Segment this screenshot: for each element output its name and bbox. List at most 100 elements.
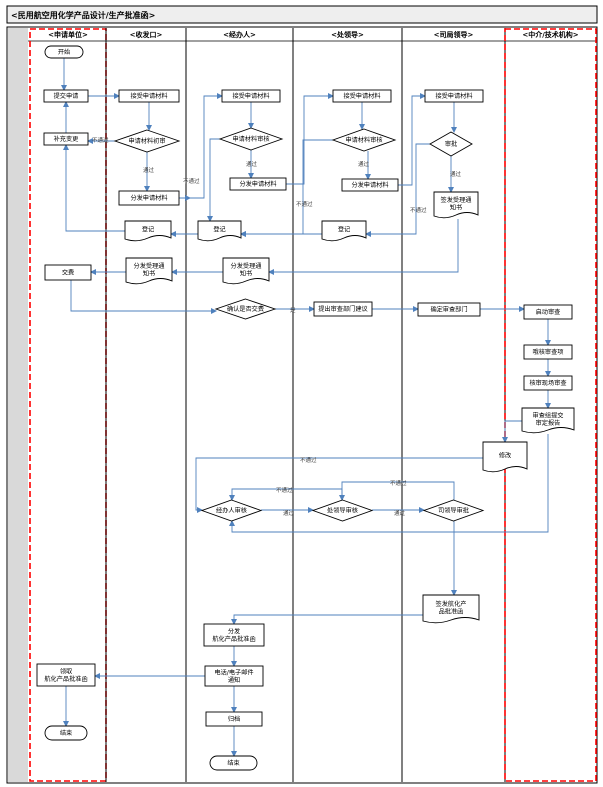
node-label: 登记 — [213, 226, 225, 234]
node-label: 登记 — [338, 226, 350, 234]
lane-header: <申请单位> — [48, 30, 88, 39]
edge-label: 通过 — [143, 166, 155, 174]
node-dec3: 申请材料审核 — [331, 128, 397, 152]
edge-label: 不通过 — [410, 206, 427, 214]
node-label: 分发受理通 — [231, 262, 262, 270]
node-label: 分发受理通 — [134, 262, 165, 270]
node-a_site: 核审现场审查 — [523, 375, 573, 391]
edge-label: 不通过 — [300, 456, 317, 464]
node-label: 分发申请材料 — [351, 181, 388, 189]
node-doc2: 登记 — [197, 220, 242, 242]
node-label: 核审现场审查 — [529, 379, 566, 387]
node-o_review: 处领导审核 — [311, 499, 374, 522]
node-propose_dept: 提出审查部门建议 — [313, 301, 373, 317]
edge — [70, 280, 217, 314]
node-a_review: 启动审查 — [523, 304, 573, 320]
node-label: 确认是否交费 — [227, 305, 264, 313]
node-label: 申请材料初审 — [128, 137, 165, 145]
lane-header: <经办人> — [223, 30, 256, 39]
node-label: 接受申请材料 — [130, 92, 167, 100]
node-recv3: 接受申请材料 — [332, 89, 392, 103]
edge — [63, 144, 125, 232]
node-label: 处领导审核 — [327, 507, 358, 515]
node-label: 启动审查 — [536, 308, 561, 316]
node-label: 哦核审查项 — [533, 348, 564, 356]
edge-label: 不通过 — [92, 136, 109, 144]
node-label: 结束 — [60, 729, 72, 737]
node-dec1: 申请材料初审 — [113, 129, 181, 153]
node-label: 经办人审核 — [216, 507, 247, 515]
edge — [502, 420, 522, 443]
node-label: 接受申请材料 — [343, 92, 380, 100]
node-label: 航化产品批准函 — [44, 675, 87, 683]
node-label: 确定审查部门 — [430, 306, 467, 314]
node-label: 司领导审批 — [438, 507, 469, 515]
node-a_docs: 哦核审查项 — [523, 344, 573, 360]
edge-label: 通过 — [283, 509, 295, 517]
edge — [207, 138, 220, 222]
node-confirm_fee: 确认是否交费 — [214, 298, 277, 320]
left-bar — [8, 28, 28, 782]
node-start: 开始 — [44, 45, 84, 59]
node-h_archive: 归档 — [205, 711, 263, 727]
node-recv1: 接受申请材料 — [118, 89, 180, 103]
node-label: 审查组提交 — [533, 411, 564, 419]
node-label: 分发申请材料 — [239, 180, 276, 188]
node-label: 归档 — [228, 715, 240, 723]
node-h_review: 经办人审核 — [200, 499, 263, 522]
node-submit: 提交申请 — [43, 89, 89, 103]
edge — [229, 434, 549, 533]
node-label: 领取 — [60, 667, 72, 675]
node-label: 申请材料审核 — [345, 136, 382, 144]
edge — [231, 614, 423, 625]
edge — [195, 457, 483, 513]
node-label: 提出审查部门建议 — [318, 305, 368, 313]
node-label: 签发受理通 — [441, 196, 472, 204]
node-recv4: 接受申请材料 — [424, 89, 484, 103]
edge-label: 通过 — [450, 170, 462, 178]
node-label: 知书 — [450, 203, 462, 211]
edge-label: 是 — [290, 307, 296, 314]
lane-header: <收发口> — [130, 30, 163, 39]
nodes: 开始提交申请补充变更接受申请材料申请材料初审分发申请材料登记接受申请材料申请材料… — [36, 45, 575, 771]
node-label: 知书 — [143, 269, 155, 277]
node-label: 接受申请材料 — [232, 92, 269, 100]
edge-label: 通过 — [246, 160, 258, 168]
node-b_review: 司领导审批 — [422, 499, 485, 522]
edge-label: 不通过 — [390, 479, 407, 487]
node-label: 分发申请材料 — [130, 194, 167, 202]
node-label: 审批 — [445, 140, 457, 148]
lanes: <申请单位><收发口><经办人><处领导><司局领导><中介/技术机构> — [29, 28, 597, 782]
node-fee: 交费 — [44, 264, 92, 281]
title-bar — [6, 5, 598, 24]
node-label: 分发 — [228, 627, 240, 635]
node-dec4: 审批 — [429, 131, 473, 157]
edge-label: 通过 — [358, 160, 370, 168]
node-label: 审定报告 — [536, 419, 561, 427]
node-modify: 修改 — [482, 441, 528, 473]
node-label: 航化产品批准函 — [212, 635, 255, 643]
node-label: 签发航化产 — [436, 600, 467, 608]
node-label: 接受申请材料 — [435, 92, 472, 100]
node-label: 知书 — [240, 269, 252, 277]
edge — [398, 93, 426, 186]
edge — [339, 481, 455, 501]
lane-header: <处领导> — [331, 30, 364, 39]
edge — [179, 93, 223, 199]
node-doc3: 登记 — [321, 220, 367, 242]
lane-header: <中介/技术机构> — [522, 30, 578, 39]
node-label: 提交申请 — [54, 92, 79, 100]
node-label: 交费 — [62, 269, 74, 277]
node-label: 品批准函 — [439, 607, 464, 615]
edge — [268, 219, 459, 275]
edge-label: 通过 — [394, 509, 406, 517]
